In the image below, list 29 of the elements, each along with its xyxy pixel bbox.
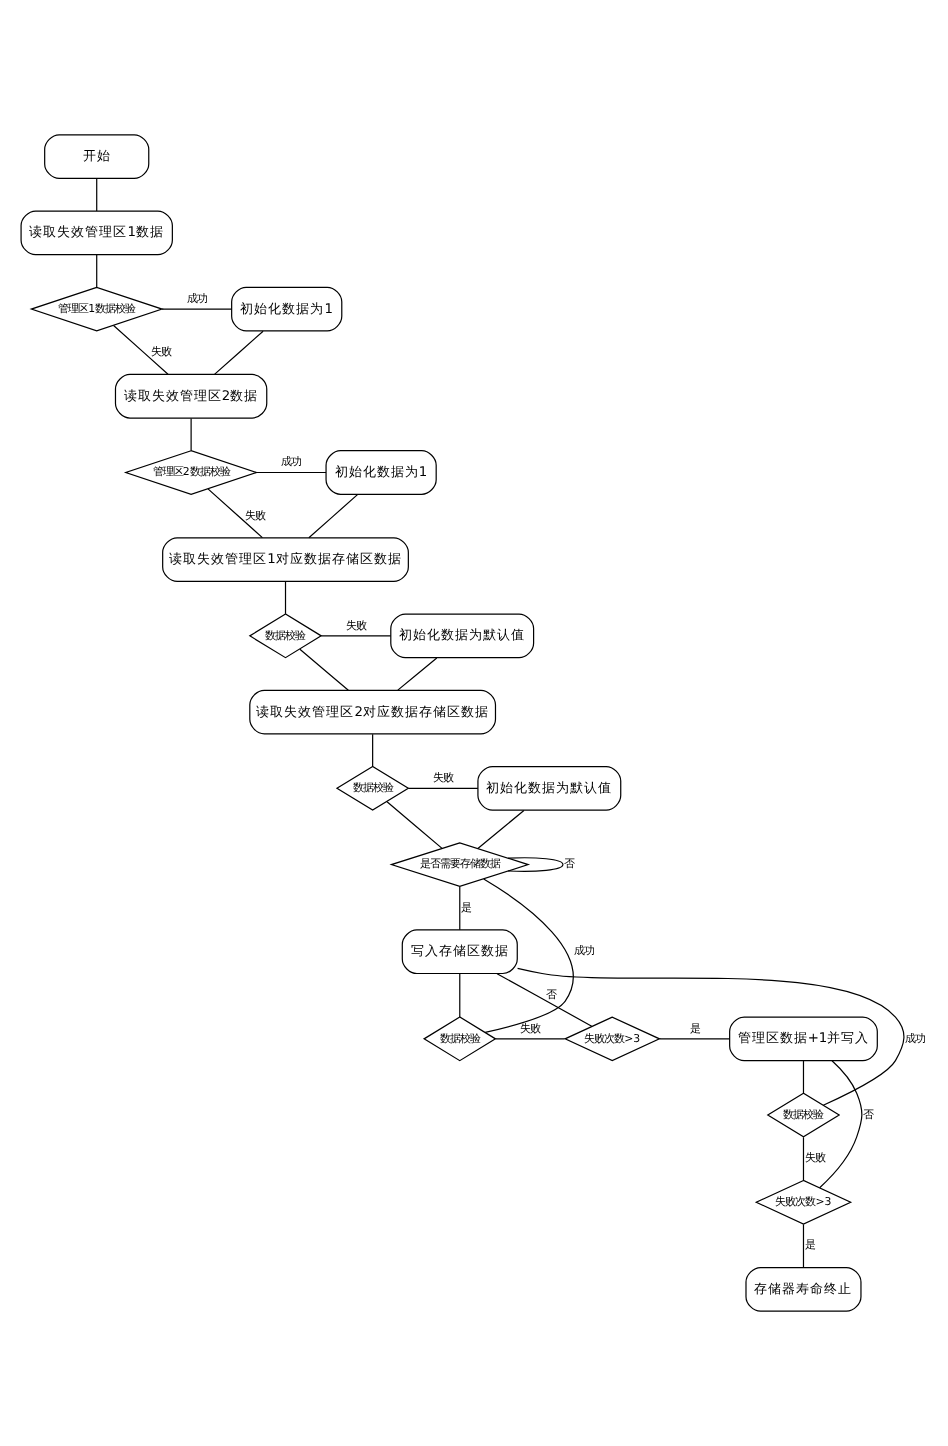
- connector: [397, 657, 438, 691]
- connector: [113, 324, 169, 375]
- connector: [516, 967, 905, 1106]
- connector: [320, 635, 392, 637]
- connector: [213, 330, 264, 375]
- connector: [802, 1060, 805, 1094]
- connector: [372, 733, 374, 767]
- connector: [496, 973, 593, 1027]
- connector: [190, 417, 192, 452]
- connector: [483, 878, 574, 1034]
- connector: [819, 1060, 863, 1189]
- connector: [96, 254, 98, 288]
- connector: [459, 886, 461, 931]
- connector: [284, 581, 287, 615]
- connector: [161, 308, 233, 310]
- connector: [507, 857, 564, 872]
- connector: [308, 494, 359, 539]
- connector: [459, 973, 461, 1018]
- connector: [477, 809, 525, 850]
- connector: [255, 471, 327, 474]
- connector: [802, 1136, 805, 1181]
- connector: [407, 787, 479, 789]
- connector: [299, 648, 349, 691]
- connector: [494, 1038, 566, 1040]
- connector: [96, 178, 98, 212]
- connector: [386, 801, 443, 849]
- connector: [207, 488, 263, 539]
- connector: [802, 1223, 805, 1269]
- connector: [658, 1038, 731, 1040]
